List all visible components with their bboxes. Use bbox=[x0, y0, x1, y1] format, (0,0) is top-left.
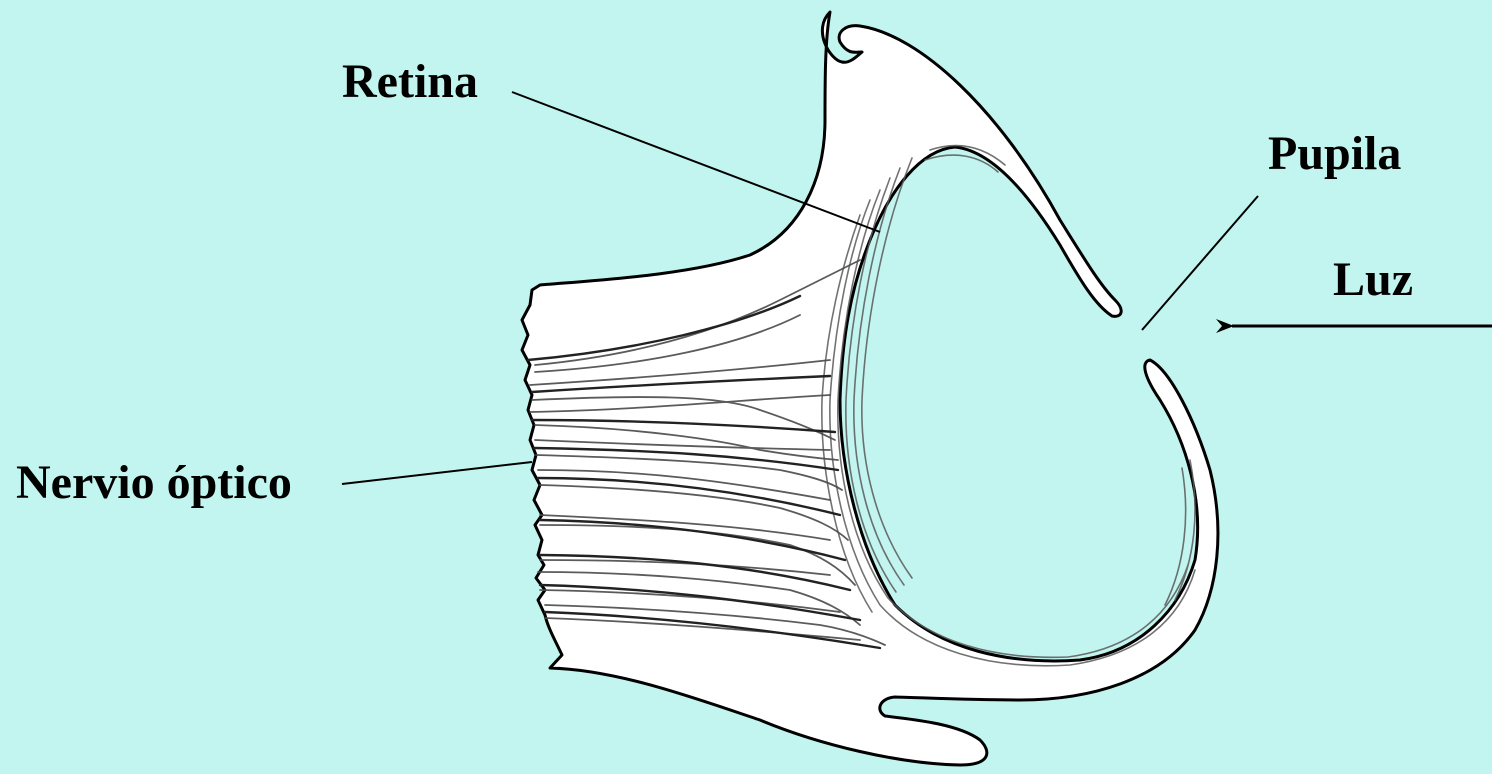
nervio-optico-label: Nervio óptico bbox=[16, 459, 292, 507]
retina-label: Retina bbox=[342, 58, 478, 106]
pupila-label: Pupila bbox=[1268, 130, 1401, 178]
nervio-leader-line bbox=[342, 462, 532, 484]
luz-label: Luz bbox=[1333, 256, 1413, 304]
pupila-leader-line bbox=[1142, 196, 1258, 330]
eye-body-shape bbox=[522, 12, 1218, 765]
